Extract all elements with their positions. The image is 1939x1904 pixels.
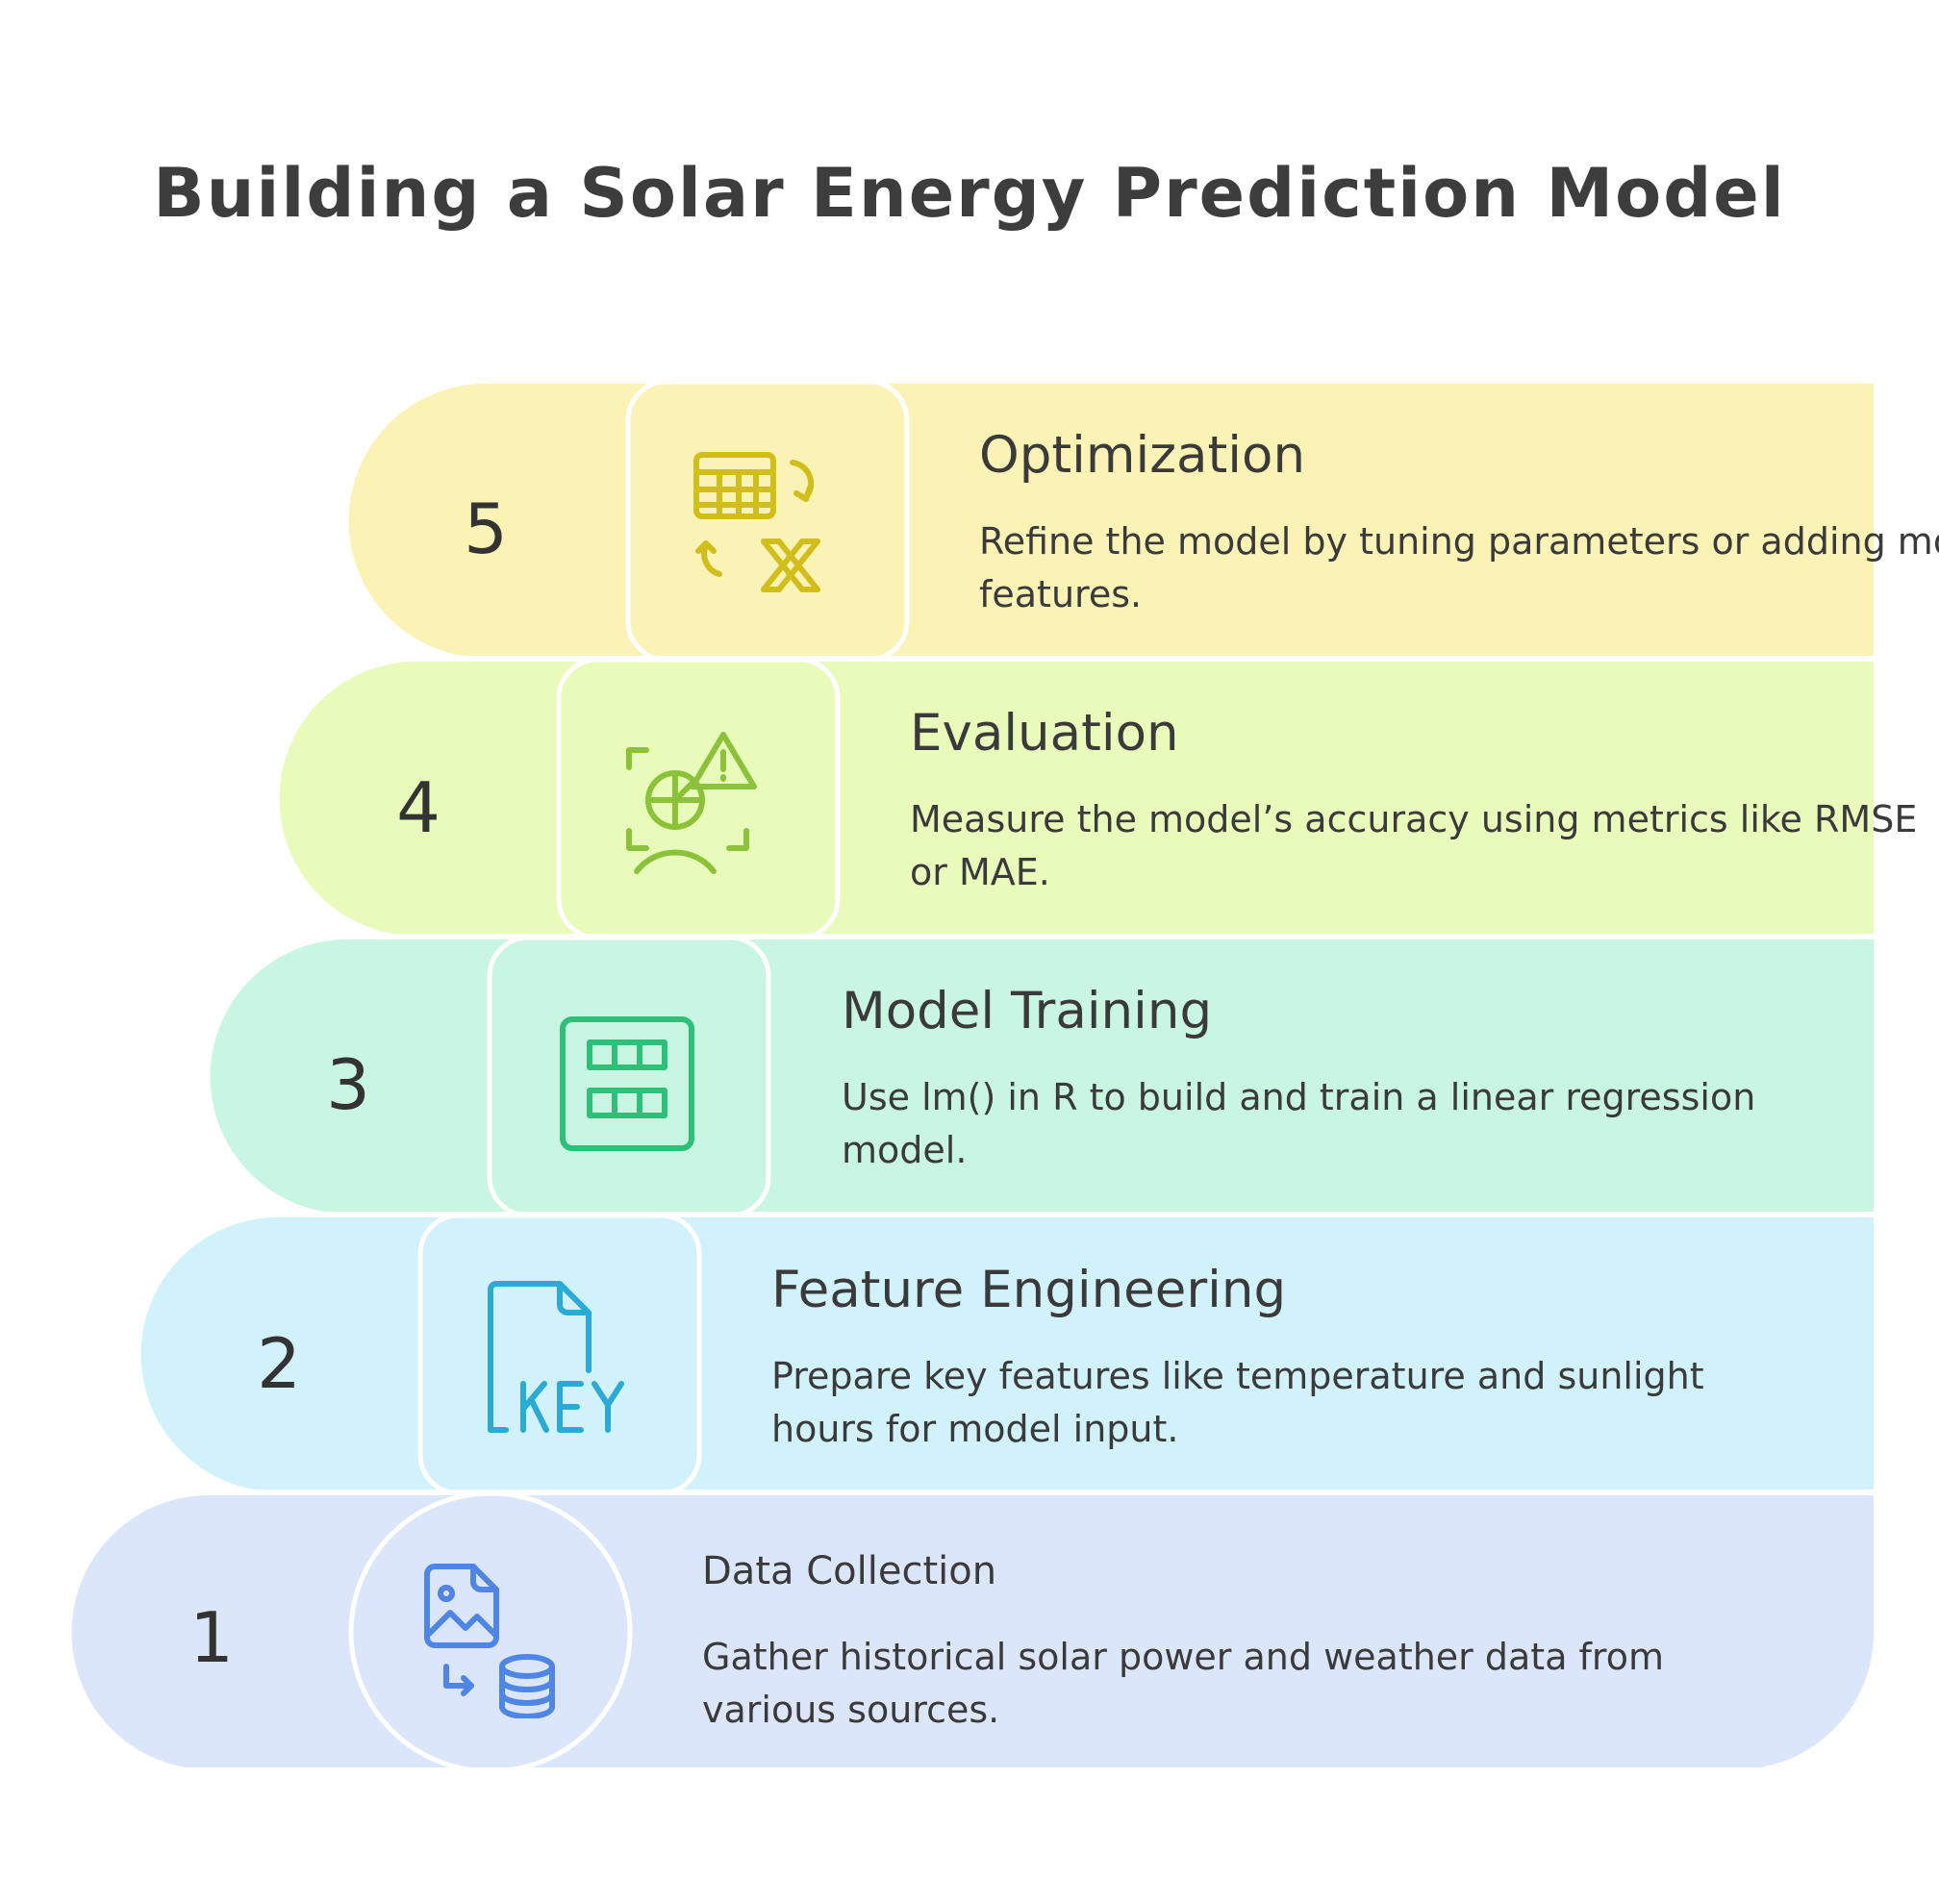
step-4-text: Evaluation Measure the model’s accuracy … bbox=[910, 703, 1939, 899]
step-5-number: 5 bbox=[464, 489, 508, 569]
step-2-title: Feature Engineering bbox=[771, 1261, 1287, 1319]
step-3-number: 3 bbox=[326, 1044, 370, 1125]
step-1-text: Data Collection Gather historical solar … bbox=[702, 1541, 1741, 1737]
image-to-database-icon bbox=[412, 1555, 575, 1718]
step-4-number: 4 bbox=[396, 767, 441, 848]
step-5-description: Refine the model by tuning parameters or… bbox=[979, 520, 1939, 615]
key-file-icon bbox=[481, 1280, 644, 1443]
step-1-number: 1 bbox=[189, 1597, 234, 1678]
step-2-text: Feature Engineering Prepare key features… bbox=[771, 1260, 1810, 1456]
step-3-band bbox=[210, 935, 1874, 1218]
step-1-description: Gather historical solar power and weathe… bbox=[702, 1636, 1664, 1731]
diagram-title: Building a Solar Energy Prediction Model bbox=[153, 154, 1786, 233]
step-4-description: Measure the model’s accuracy using metri… bbox=[910, 798, 1918, 893]
table-grid-icon bbox=[545, 1002, 709, 1165]
step-5-text: Optimization Refine the model by tuning … bbox=[979, 425, 1939, 621]
chart-warning-icon bbox=[616, 723, 779, 887]
step-2-description: Prepare key features like temperature an… bbox=[771, 1355, 1704, 1450]
step-3-text: Model Training Use lm() in R to build an… bbox=[842, 981, 1880, 1177]
table-transform-icon bbox=[685, 445, 848, 609]
step-3-title: Model Training bbox=[842, 982, 1213, 1040]
step-1-title: Data Collection bbox=[702, 1549, 997, 1593]
step-2-number: 2 bbox=[257, 1323, 301, 1404]
step-3-description: Use lm() in R to build and train a linea… bbox=[842, 1076, 1756, 1171]
step-4-title: Evaluation bbox=[910, 704, 1179, 763]
step-5-title: Optimization bbox=[979, 426, 1306, 485]
